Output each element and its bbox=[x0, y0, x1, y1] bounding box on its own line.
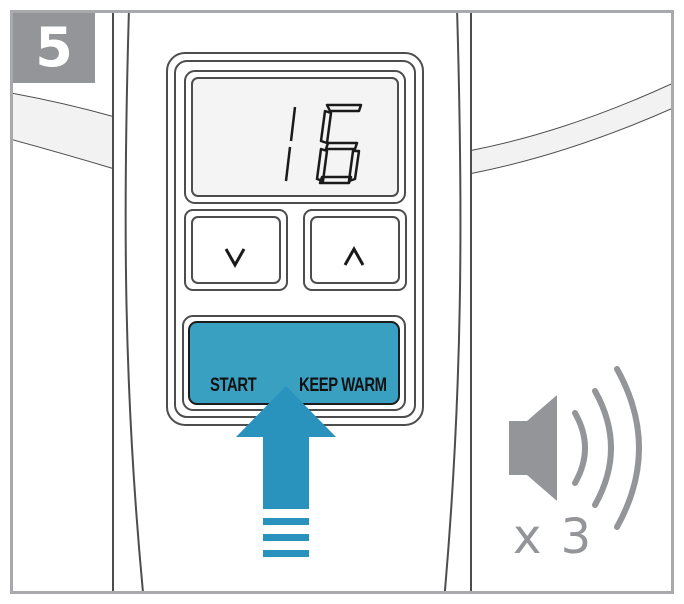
decrease-button[interactable]: ∨ bbox=[188, 213, 284, 287]
display-digit-one bbox=[284, 106, 297, 182]
chevron-down-icon bbox=[224, 248, 246, 269]
increase-button[interactable]: ∧ bbox=[307, 213, 403, 287]
step-number: 5 bbox=[35, 16, 73, 79]
beep-repeat-count: x 3 bbox=[513, 509, 594, 565]
keep-warm-label: KEEP WARM bbox=[299, 375, 387, 396]
chevron-up-icon bbox=[343, 245, 365, 266]
display-digit-six bbox=[315, 103, 363, 185]
display-value: 16 bbox=[275, 99, 293, 103]
appliance-illustration bbox=[13, 13, 671, 591]
instruction-frame: 5 16 ∨ ∧ START bbox=[10, 10, 674, 594]
press-arrow-icon bbox=[236, 386, 336, 557]
start-label: START bbox=[210, 375, 257, 396]
step-number-badge: 5 bbox=[13, 13, 95, 83]
timer-display: 16 bbox=[275, 99, 363, 185]
speaker-icon bbox=[509, 366, 642, 530]
